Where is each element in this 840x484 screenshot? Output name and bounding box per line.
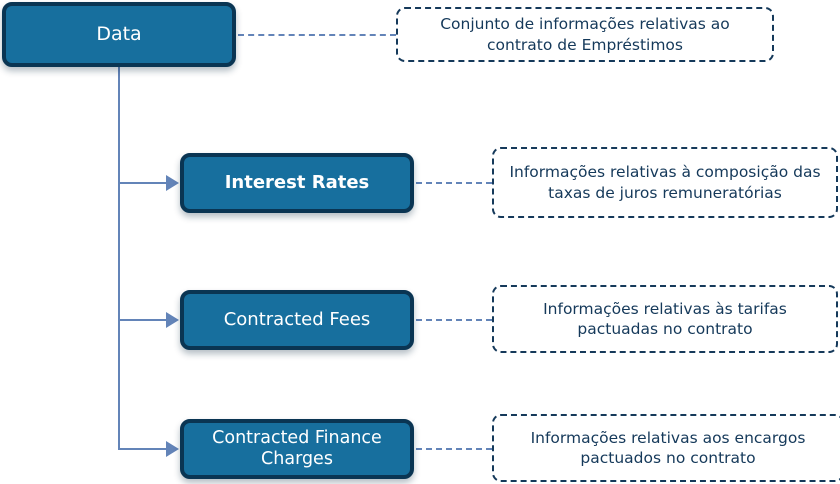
node-interest-rates-label: Interest Rates xyxy=(224,172,370,194)
note-data: Conjunto de informações relativas ao con… xyxy=(396,7,774,62)
note-contracted-fees-text: Informações relativas às tarifas pactuad… xyxy=(543,299,787,338)
arrow-head-icon-interest-rates xyxy=(166,175,179,191)
note-contracted-finance-charges-text: Informações relativas aos encargos pactu… xyxy=(530,428,806,467)
note-connector-root xyxy=(238,34,396,36)
node-contracted-finance-charges-label: Contracted Finance Charges xyxy=(212,427,382,469)
note-connector-contracted-fees xyxy=(416,319,492,321)
arrow-head-icon-contracted-fees xyxy=(166,312,179,328)
note-interest-rates-text: Informações relativas à composição das t… xyxy=(509,163,821,202)
tree-branch-line-interest-rates xyxy=(118,182,175,184)
note-interest-rates: Informações relativas à composição das t… xyxy=(492,147,838,218)
note-contracted-fees: Informações relativas às tarifas pactuad… xyxy=(492,285,838,353)
tree-trunk-line xyxy=(118,67,120,449)
node-contracted-fees[interactable]: Contracted Fees xyxy=(180,290,414,350)
tree-branch-line-contracted-fees xyxy=(118,319,175,321)
note-connector-interest-rates xyxy=(416,182,492,184)
node-data-label: Data xyxy=(96,22,142,45)
node-contracted-finance-charges[interactable]: Contracted Finance Charges xyxy=(180,419,414,479)
tree-branch-line-contracted-finance-charges xyxy=(118,448,175,450)
node-contracted-fees-label: Contracted Fees xyxy=(223,309,371,331)
arrow-head-icon-contracted-finance-charges xyxy=(166,441,179,457)
node-interest-rates[interactable]: Interest Rates xyxy=(180,153,414,213)
node-data[interactable]: Data xyxy=(2,2,236,67)
note-data-text: Conjunto de informações relativas ao con… xyxy=(440,15,730,54)
note-contracted-finance-charges: Informações relativas aos encargos pactu… xyxy=(492,414,840,482)
note-connector-contracted-finance-charges xyxy=(416,448,492,450)
